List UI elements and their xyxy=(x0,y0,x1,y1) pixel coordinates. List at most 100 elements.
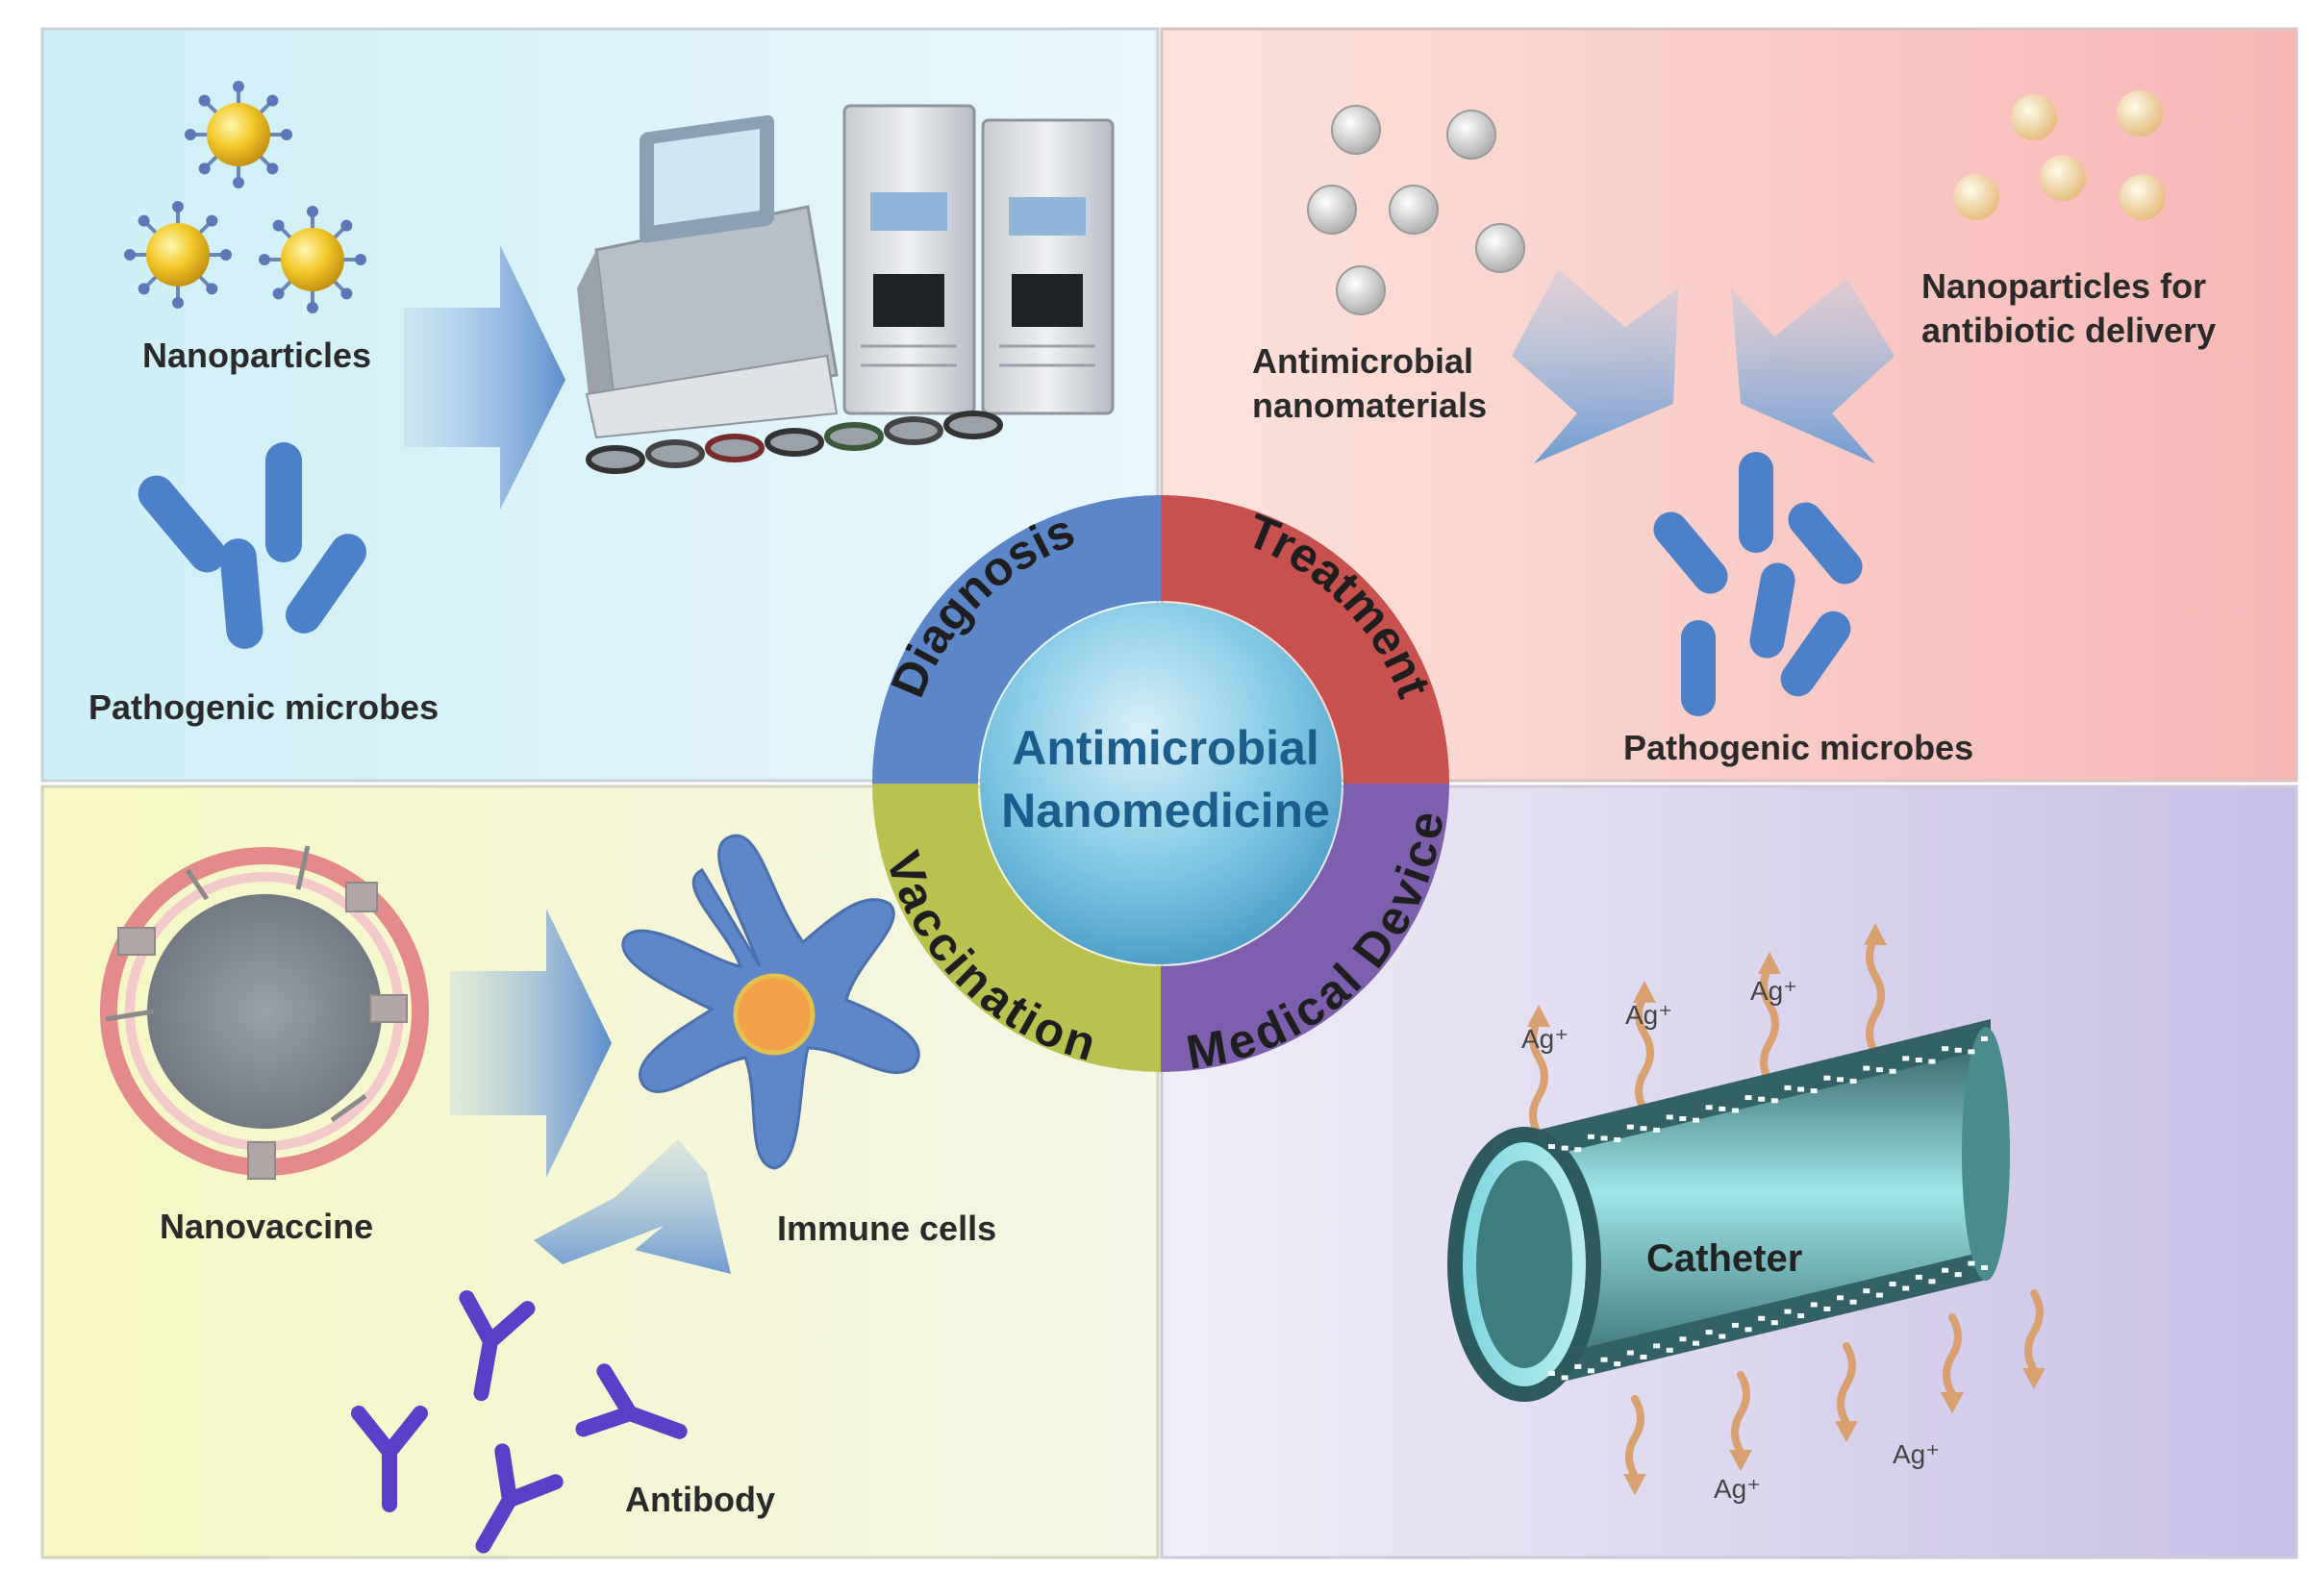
silver-particle xyxy=(1784,1085,1792,1090)
ligand-tip xyxy=(198,162,211,175)
silver-particle xyxy=(1837,1077,1844,1083)
ion-arrowhead xyxy=(1633,981,1656,1003)
silver-particle xyxy=(1705,1105,1713,1110)
silver-particle xyxy=(1928,1279,1936,1284)
ligand-tip xyxy=(124,249,136,261)
silver-particles-in-catheter xyxy=(1548,1036,1988,1381)
silver-nanoparticle xyxy=(1331,105,1381,155)
antibodies xyxy=(351,1290,688,1554)
ligand-tip xyxy=(172,297,184,309)
nanoparticles-label: Nanoparticles xyxy=(142,336,371,375)
nanovaccine xyxy=(100,845,429,1180)
ligand-tip xyxy=(233,81,244,92)
silver-particle xyxy=(1928,1059,1936,1064)
silver-particle xyxy=(1548,1371,1555,1376)
vaccination-arrow xyxy=(450,909,612,1178)
silver-particle xyxy=(1797,1086,1805,1092)
silver-particle xyxy=(1626,1124,1634,1130)
silver-particle xyxy=(1954,1272,1962,1278)
sample-cartridge xyxy=(586,445,645,474)
silver-particle xyxy=(1758,1315,1766,1321)
silver-particle xyxy=(1705,1330,1713,1335)
diagnostic-instrument xyxy=(577,104,1115,439)
sample-cartridges xyxy=(586,411,1003,474)
ligand-tip xyxy=(281,129,292,140)
silver-particle xyxy=(1653,1343,1661,1349)
ion-wave xyxy=(1529,1015,1548,1138)
sample-cartridge xyxy=(824,422,884,451)
ion-wave xyxy=(1837,1342,1856,1427)
silver-particle xyxy=(1797,1313,1805,1319)
silver-particle xyxy=(1823,1075,1831,1081)
silver-particle xyxy=(1693,1340,1699,1346)
silver-ion-release xyxy=(1527,923,2045,1495)
silver-particle xyxy=(1915,1057,1922,1062)
medical-device-segment xyxy=(1161,784,1449,1072)
pathogenic-microbes-label-left: Pathogenic microbes xyxy=(88,687,439,727)
silver-particle xyxy=(1849,1078,1857,1084)
sample-cartridge xyxy=(705,434,765,462)
ligand-tip xyxy=(198,94,211,107)
silver-particle xyxy=(1968,1260,1975,1266)
antimicrobial-nanomaterials-label-2: nanomaterials xyxy=(1252,386,1487,425)
antimicrobial-nanomaterials-label-1: Antimicrobial xyxy=(1252,341,1473,381)
silver-particle xyxy=(1758,1096,1766,1102)
antibody-label: Antibody xyxy=(625,1480,775,1519)
silver-particle xyxy=(1574,1147,1582,1153)
ion-arrowhead xyxy=(1758,952,1781,974)
vaccination-segment xyxy=(872,784,1161,1072)
silver-particle xyxy=(1731,1108,1739,1113)
antibiotic-delivery-label-2: antibiotic delivery xyxy=(1921,311,2216,350)
center-wheel: Diagnosis Treatment Vaccination Medical … xyxy=(872,495,1454,1080)
pathogenic-microbes-right xyxy=(1653,452,1863,716)
treatment-segment xyxy=(1161,495,1449,784)
silver-ion-label: Ag⁺ xyxy=(1625,1000,1672,1030)
ion-wave xyxy=(2024,1289,2044,1374)
ligand-tip xyxy=(355,254,366,265)
ligand-tip xyxy=(138,214,150,227)
silver-particle xyxy=(1744,1095,1752,1101)
ion-arrowhead xyxy=(1527,1005,1550,1027)
silver-particle xyxy=(1981,1265,1988,1270)
silver-particle xyxy=(1600,1135,1608,1141)
ion-arrowhead xyxy=(1835,1421,1858,1442)
silver-particle xyxy=(1981,1036,1988,1041)
gold-nanoparticle xyxy=(146,223,210,287)
delivery-nanoparticle xyxy=(2011,94,2057,140)
catheter xyxy=(1447,1019,2010,1402)
delivery-nanoparticle xyxy=(2120,174,2166,220)
silver-ion-label: Ag⁺ xyxy=(1893,1439,1940,1469)
ion-arrowhead xyxy=(2022,1368,2045,1389)
ligand-tip xyxy=(272,219,285,232)
silver-particle xyxy=(1849,1299,1857,1305)
silver-particle xyxy=(1574,1363,1582,1369)
antibody xyxy=(459,1290,536,1402)
pathogenic-microbes-label-right: Pathogenic microbes xyxy=(1623,728,1973,767)
silver-ion-label: Ag⁺ xyxy=(1714,1474,1761,1504)
silver-ion-label: Ag⁺ xyxy=(1521,1024,1569,1054)
antibody xyxy=(351,1406,428,1512)
ligand-tip xyxy=(307,302,318,313)
silver-particle xyxy=(1587,1134,1594,1139)
silver-particle xyxy=(1587,1368,1594,1374)
silver-particle xyxy=(1731,1322,1739,1328)
ligand-tip xyxy=(340,287,353,300)
silver-nanoparticle xyxy=(1389,185,1439,235)
silver-particle xyxy=(1770,1098,1778,1104)
ligand-tip xyxy=(206,214,218,227)
ion-wave xyxy=(1760,962,1779,1085)
silver-nanoparticle xyxy=(1446,110,1496,160)
silver-particle xyxy=(1837,1295,1844,1301)
ligand-tip xyxy=(172,201,184,212)
delivery-nanoparticle xyxy=(1953,174,1999,220)
diagnosis-segment xyxy=(872,495,1161,784)
gold-nanoparticles xyxy=(124,81,366,313)
antimicrobial-nanomaterials xyxy=(1307,105,1525,315)
immune-cell xyxy=(621,834,920,1170)
center-title-line2: Nanomedicine xyxy=(1001,784,1330,837)
silver-particle xyxy=(1889,1282,1896,1287)
ion-arrowhead xyxy=(1941,1392,1964,1413)
antibody xyxy=(575,1363,688,1439)
silver-nanoparticle xyxy=(1307,185,1357,235)
